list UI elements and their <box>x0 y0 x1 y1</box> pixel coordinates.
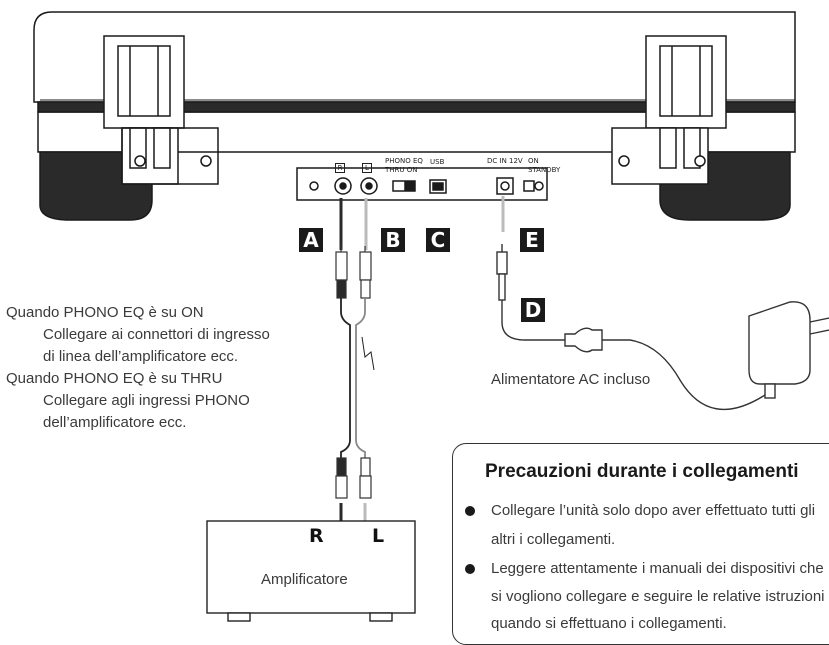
left-hinge <box>103 35 219 185</box>
amp-l-label: L <box>372 525 385 547</box>
caution-bullet2-line3: quando si effettuano i collegamenti. <box>491 615 727 632</box>
note-thru-title: Quando PHONO EQ è su THRU <box>6 370 223 387</box>
phono-eq-notes: Quando PHONO EQ è su ON Collegare ai con… <box>6 302 270 434</box>
power-button <box>523 180 535 192</box>
power-on-label: ON <box>528 157 539 165</box>
dc-cable <box>496 196 829 410</box>
note-thru-line1: Collegare agli ingressi PHONO <box>43 392 250 409</box>
rca-cable <box>335 198 375 540</box>
caution-title: Precauzioni durante i collegamenti <box>485 461 799 482</box>
panel-screw-right <box>534 181 544 191</box>
caution-box: Precauzioni durante i collegamenti Colle… <box>452 443 829 645</box>
note-on-title: Quando PHONO EQ è su ON <box>6 304 204 321</box>
amplifier-label: Amplificatore <box>261 571 348 588</box>
caution-bullet2-line2: si vogliono collegare e seguire le relat… <box>491 588 825 605</box>
tag-a: A <box>299 228 323 252</box>
caution-bullet1-line1: Collegare l’unità solo dopo aver effettu… <box>491 502 816 519</box>
bullet-dot-1 <box>465 506 475 516</box>
power-standby-label: STANDBY <box>528 166 561 174</box>
ac-adapter <box>748 301 811 385</box>
adapter-label: Alimentatore AC incluso <box>491 371 651 388</box>
signal-arrow <box>361 336 375 371</box>
tag-b: B <box>381 228 405 252</box>
dc-in-label: DC IN 12V <box>487 157 523 165</box>
phono-eq-switch <box>392 180 416 192</box>
connection-diagram <box>33 11 829 622</box>
caution-bullet2-line1: Leggere attentamente i manuali dei dispo… <box>491 560 824 577</box>
tag-c: C <box>426 228 450 252</box>
note-on-line1: Collegare ai connettori di ingresso <box>43 326 270 343</box>
note-on-line2: di linea dell’amplificatore ecc. <box>43 348 239 365</box>
tag-e: E <box>520 228 544 252</box>
plinth-top-band <box>37 101 796 113</box>
l-port-label: L <box>362 163 372 173</box>
amplifier <box>206 520 416 622</box>
thru-on-label: THRU ON <box>385 166 418 174</box>
usb-label: USB <box>430 158 445 166</box>
bullet-dot-2 <box>465 564 475 574</box>
amplifier-body <box>206 520 416 614</box>
cord-clip <box>564 327 603 353</box>
right-hinge <box>611 35 727 185</box>
note-thru-line2: dell’amplificatore ecc. <box>43 414 187 431</box>
tag-d: D <box>521 298 545 322</box>
turntable-rear-view <box>33 11 796 221</box>
caution-bullet1-line2: altri i collegamenti. <box>491 531 616 548</box>
r-port-label: R <box>335 163 345 173</box>
phono-eq-label: PHONO EQ <box>385 157 423 165</box>
amp-r-label: R <box>309 525 324 547</box>
panel-screw-left <box>309 181 319 191</box>
